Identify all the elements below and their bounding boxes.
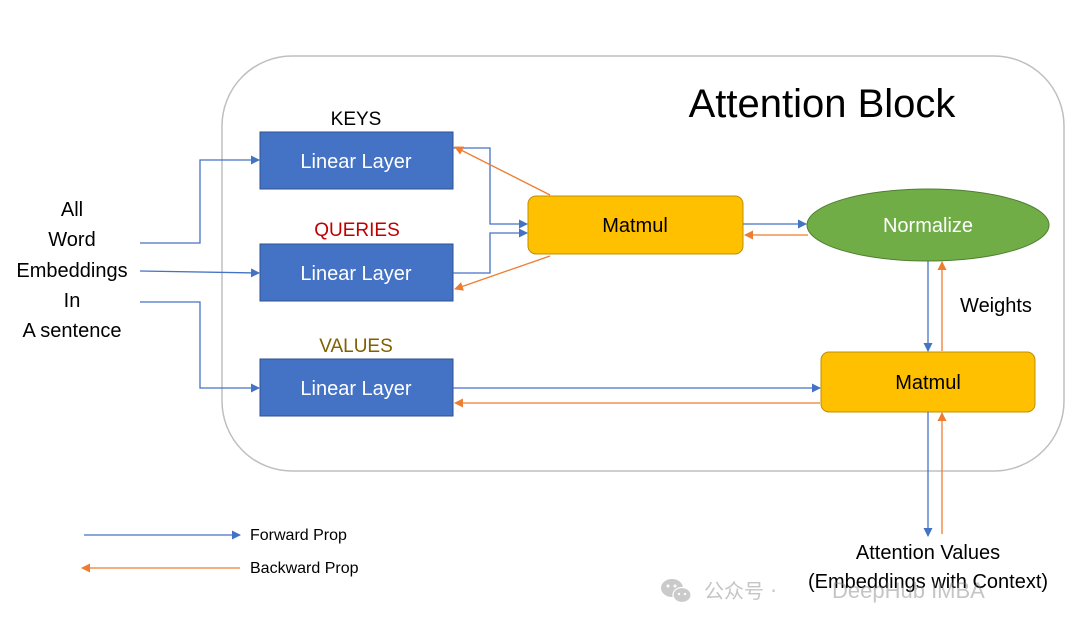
values-label: VALUES: [319, 336, 393, 357]
queries-linear-layer-label: Linear Layer: [300, 263, 412, 285]
queries-linear-layer-box: [259, 243, 454, 302]
forward-arrows: [139, 147, 933, 537]
backward-arrow-matmul-to-queries: [454, 255, 551, 291]
watermark-name: DeepHub IMBA: [832, 578, 985, 603]
legend: Forward Prop Backward Prop: [81, 527, 359, 577]
matmul-2-label: Matmul: [895, 372, 961, 394]
legend-forward-label: Forward Prop: [250, 527, 347, 544]
forward-arrow-input-to-queries: [139, 268, 260, 278]
input-label-line-2: Word: [48, 229, 95, 251]
diagram-title: Attention Block: [689, 82, 957, 126]
keys-linear-layer-box: [259, 131, 454, 190]
attention-block-container: [221, 55, 1065, 472]
output-label-line-1: Attention Values: [856, 542, 1000, 564]
forward-arrow-queries-to-matmul: [453, 228, 528, 274]
backward-arrow-matmul-to-keys: [454, 146, 551, 196]
output-label-line-2: (Embeddings with Context): [808, 571, 1048, 593]
queries-label: QUERIES: [314, 220, 400, 241]
watermark-prefix: 公众号 ·: [704, 579, 777, 603]
keys-label: KEYS: [331, 109, 382, 130]
matmul-1-box: [527, 195, 744, 255]
matmul-1-label: Matmul: [602, 215, 668, 237]
wechat-icon: [661, 579, 692, 604]
legend-backward-label: Backward Prop: [250, 560, 359, 577]
normalize-label: Normalize: [883, 215, 973, 237]
keys-linear-layer-label: Linear Layer: [300, 151, 412, 173]
forward-arrow-input-to-values: [140, 301, 260, 393]
input-label-line-3: Embeddings: [16, 260, 127, 282]
weights-label: Weights: [960, 295, 1032, 317]
forward-arrow-input-to-keys: [140, 155, 260, 244]
input-label-line-1: All: [61, 199, 83, 221]
forward-arrow-keys-to-matmul: [453, 147, 528, 229]
input-label-line-4: In: [64, 290, 81, 312]
input-label-line-5: A sentence: [23, 320, 122, 342]
watermark: 公众号 · DeepHub IMBA: [661, 578, 985, 604]
backward-arrows: [454, 146, 947, 534]
values-linear-layer-label: Linear Layer: [300, 378, 412, 400]
